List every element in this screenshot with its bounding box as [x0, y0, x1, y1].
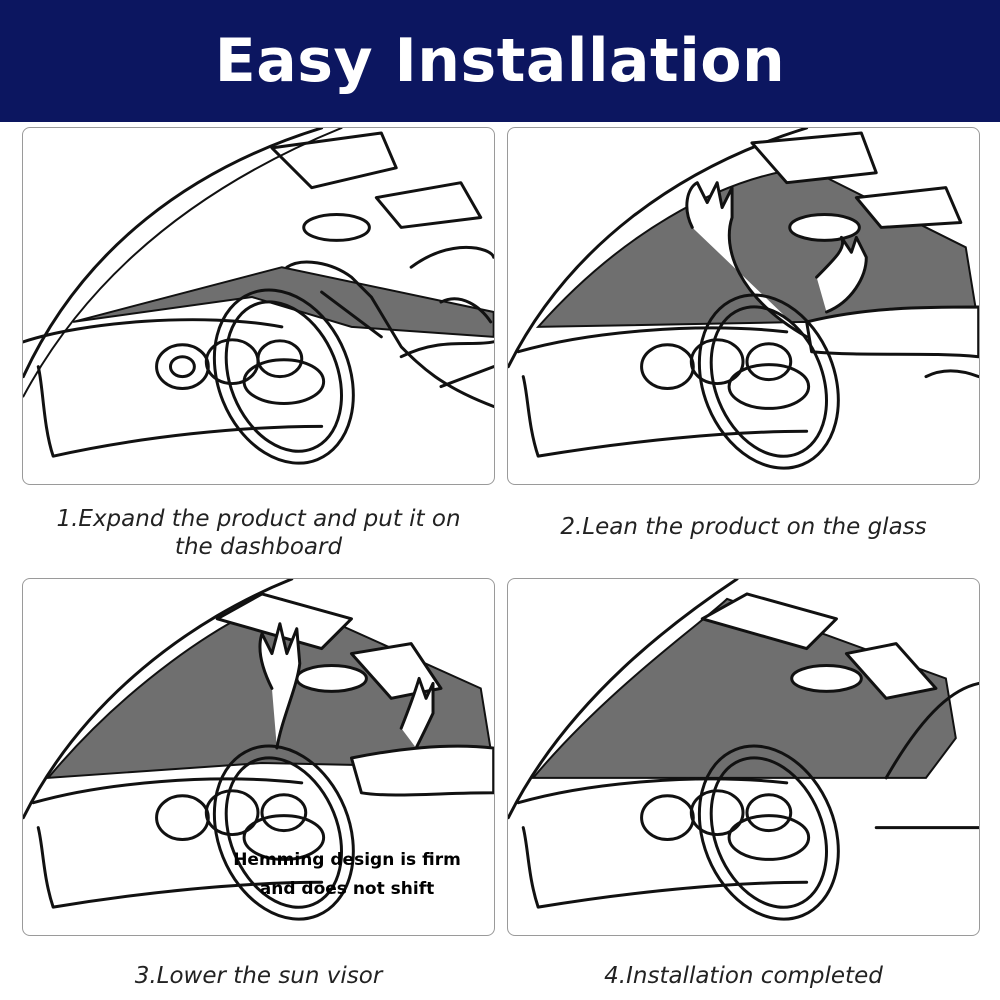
hemming-note-line-2: and does not shift	[259, 879, 435, 899]
banner: Easy Installation	[0, 0, 1000, 122]
step-3-caption-line-1: 3.Lower the sun visor	[134, 963, 383, 989]
car-interior-drawing	[23, 579, 494, 921]
step-2-caption: 2.Lean the product on the glass	[507, 513, 980, 541]
page-title: Easy Installation	[214, 26, 786, 96]
car-interior-drawing	[508, 579, 979, 921]
step-1-caption-line-1: 1.Expand the product and put it on	[56, 506, 461, 532]
step-4-illustration	[507, 578, 980, 936]
step-3-illustration	[22, 578, 495, 936]
step-1-caption: 1.Expand the product and put it on the d…	[22, 505, 495, 561]
step-2-caption-line-1: 2.Lean the product on the glass	[560, 514, 927, 540]
hemming-design-note: Hemming design is firm and does not shif…	[222, 846, 472, 904]
step-1-caption-line-2: the dashboard	[174, 534, 343, 560]
step-4-caption: 4.Installation completed	[507, 962, 980, 990]
step-2-illustration	[507, 127, 980, 485]
car-interior-drawing	[23, 128, 494, 465]
step-3-caption: 3.Lower the sun visor	[22, 962, 495, 990]
hemming-note-line-1: Hemming design is firm	[233, 850, 461, 870]
step-1-illustration	[22, 127, 495, 485]
step-4-caption-line-1: 4.Installation completed	[604, 963, 883, 989]
car-interior-drawing	[508, 128, 979, 470]
